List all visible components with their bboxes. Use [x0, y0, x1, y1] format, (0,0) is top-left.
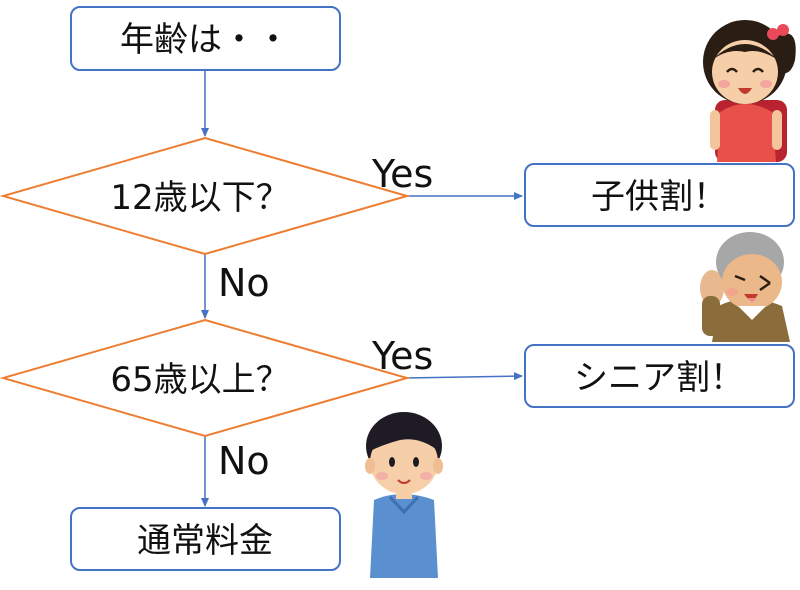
girl-illustration-icon	[703, 20, 796, 162]
senior-discount-box	[524, 344, 795, 408]
start-box	[70, 6, 341, 71]
elderly-man-illustration-icon	[700, 232, 790, 342]
start-label: 年齢は・・	[120, 20, 290, 60]
senior-discount-label: シニア割！	[574, 358, 744, 398]
edge-senior-no-label: No	[218, 439, 270, 483]
regular-fare-box	[70, 507, 341, 571]
regular-fare-label: 通常料金	[137, 521, 273, 561]
edge-senior-yes	[404, 372, 523, 381]
decision-child-diamond	[0, 136, 411, 256]
edge-child-yes-label: Yes	[371, 152, 433, 196]
decision-senior-label: 65歳以上？	[110, 360, 289, 400]
edge-senior-yes-label: Yes	[371, 334, 433, 378]
decision-senior-diamond	[0, 318, 411, 438]
young-man-illustration-icon	[365, 412, 443, 578]
decision-child-label: 12歳以下？	[110, 178, 289, 218]
edge-child-no-label: No	[218, 261, 270, 305]
child-discount-box	[524, 163, 795, 227]
child-discount-label: 子供割！	[591, 177, 727, 217]
